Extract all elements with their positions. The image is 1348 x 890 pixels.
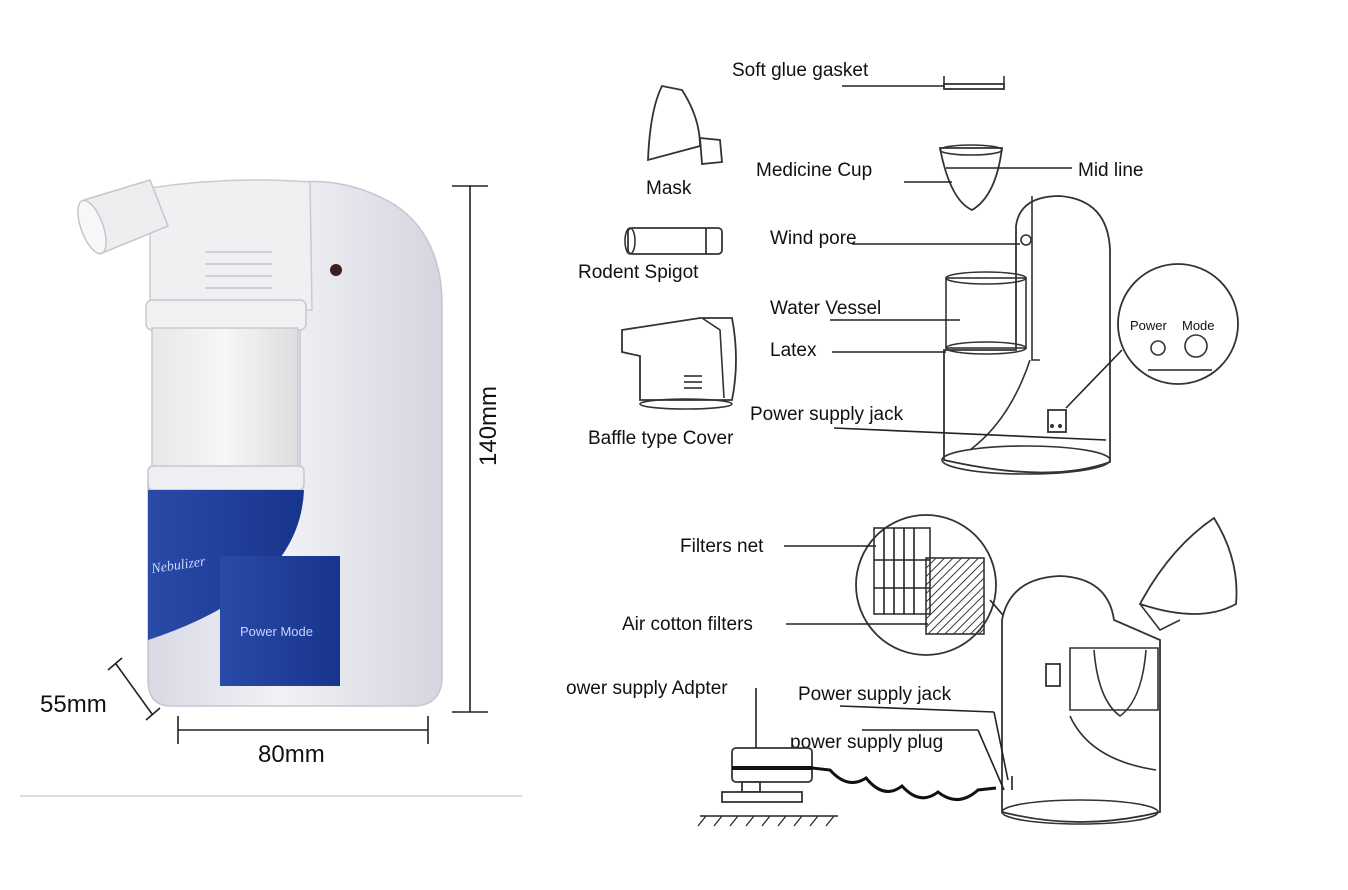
baffle-cover-drawing <box>621 317 737 410</box>
label-medicine-cup: Medicine Cup <box>756 160 872 181</box>
medicine-cup-drawing <box>904 144 1072 212</box>
label-latex: Latex <box>770 340 817 361</box>
label-power-supply-plug: power supply plug <box>790 732 943 753</box>
label-mid-line: Mid line <box>1078 160 1143 181</box>
control-panel <box>220 556 340 686</box>
label-power-supply-jack-bottom: Power supply jack <box>798 684 952 705</box>
label-air-cotton-filters: Air cotton filters <box>622 614 753 635</box>
power-mode-zoom <box>1065 263 1239 409</box>
nebulizer-cutaway-drawing <box>941 195 1111 475</box>
dimension-lines <box>20 185 522 797</box>
height-dimension: 140mm <box>475 386 502 466</box>
label-mode: Mode <box>1182 318 1215 333</box>
power-adapter-drawing <box>697 688 997 827</box>
label-rodent-spigot: Rodent Spigot <box>578 262 699 283</box>
rodent-spigot-drawing <box>624 227 723 255</box>
mask-drawing <box>647 84 723 165</box>
panel-text: Power Mode <box>240 624 313 639</box>
label-power-supply-adapter: ower supply Adpter <box>566 678 728 699</box>
label-power: Power <box>1130 318 1168 333</box>
wind-pore-dot <box>330 264 342 276</box>
device-head <box>149 179 313 313</box>
depth-dimension: 55mm <box>40 691 107 718</box>
label-mask: Mask <box>646 178 692 199</box>
assembled-nebulizer-drawing <box>1001 516 1238 825</box>
filter-zoom <box>855 514 1053 673</box>
label-filters-net: Filters net <box>680 536 764 557</box>
label-soft-glue-gasket: Soft glue gasket <box>732 60 869 81</box>
head-ribs <box>205 251 272 289</box>
width-dimension: 80mm <box>258 741 325 768</box>
device-photo: Nebulizer Power Mode <box>77 179 443 707</box>
label-water-vessel: Water Vessel <box>770 298 881 319</box>
medicine-cup-photo <box>151 327 299 475</box>
label-wind-pore: Wind pore <box>770 228 857 249</box>
collar-ring <box>145 299 307 331</box>
label-baffle-type-cover: Baffle type Cover <box>588 428 734 449</box>
soft-glue-gasket-drawing <box>842 76 1005 90</box>
label-power-supply-jack-top: Power supply jack <box>750 404 904 425</box>
